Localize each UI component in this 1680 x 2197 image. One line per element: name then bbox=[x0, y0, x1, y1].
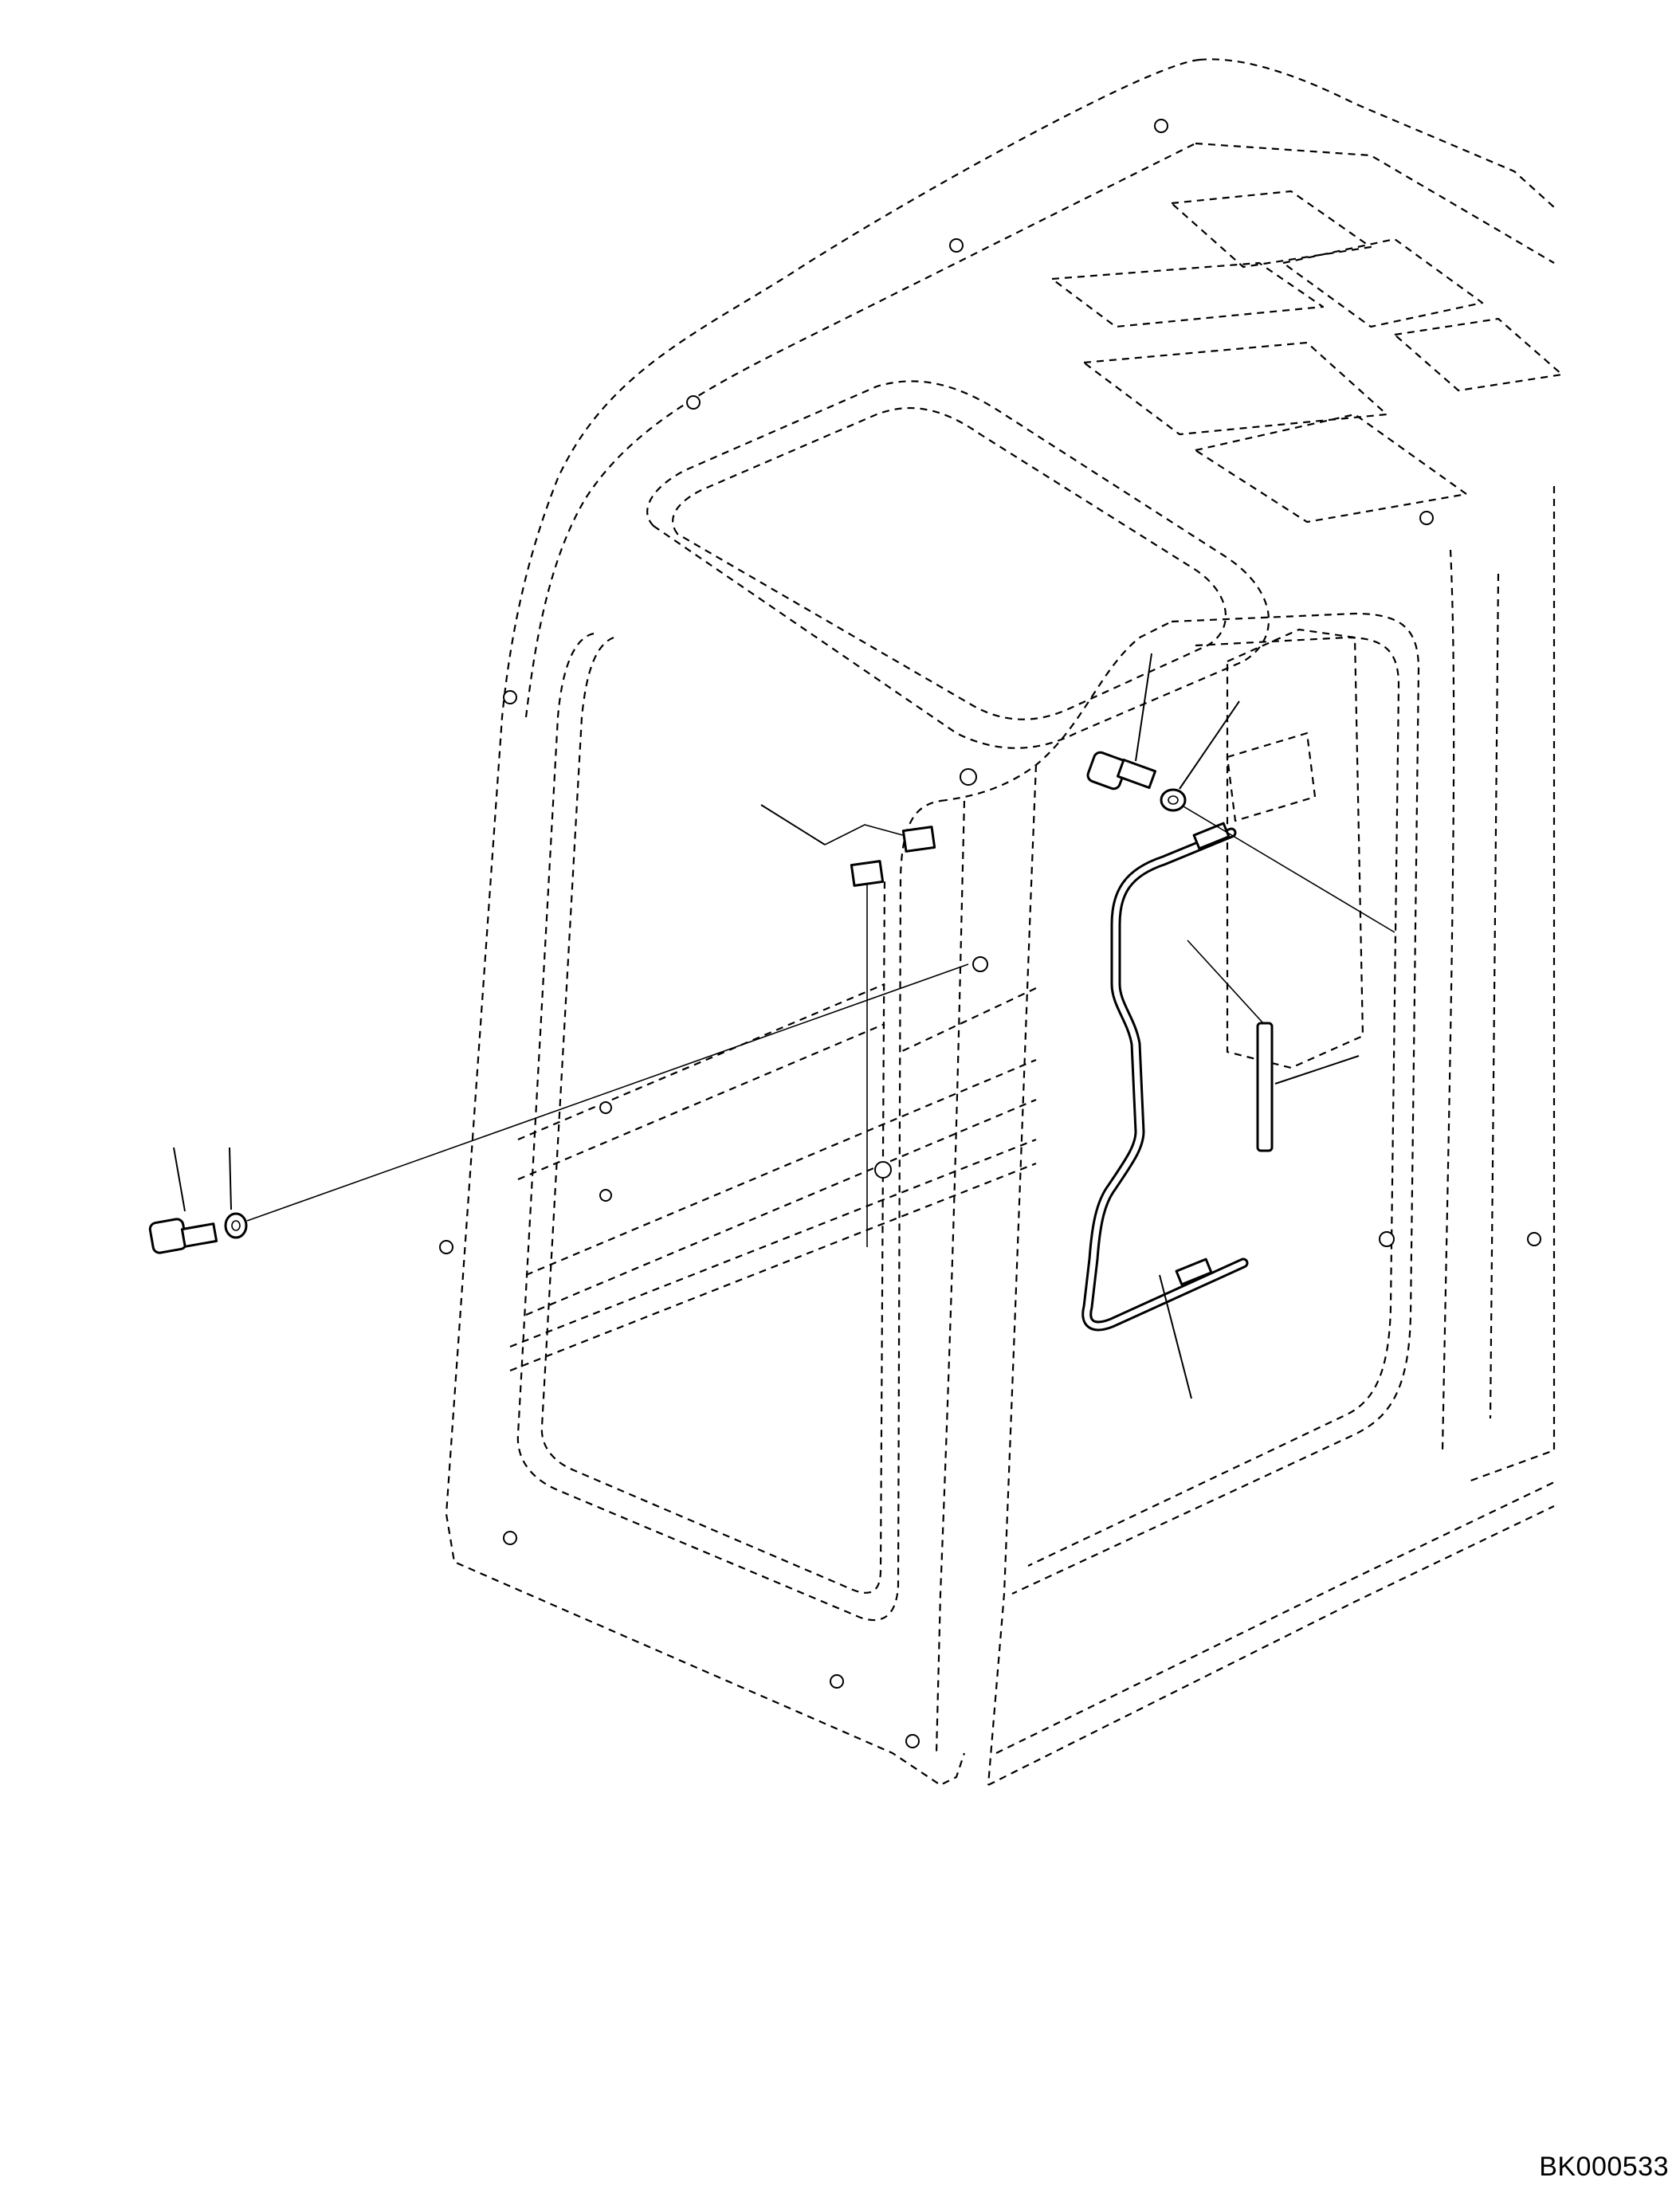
center-pillar-lower-2 bbox=[987, 764, 1038, 1786]
fastener-head bbox=[1419, 511, 1434, 525]
frame-fastener-heads bbox=[439, 119, 1541, 1748]
fastener-head bbox=[905, 1734, 920, 1748]
center-pillar-lower bbox=[935, 800, 966, 1754]
leader-bolt-left bbox=[173, 1147, 186, 1212]
bolt-left-shank bbox=[180, 1222, 218, 1248]
connector-harness-wire bbox=[824, 824, 909, 845]
cross-member-7 bbox=[900, 987, 1037, 1053]
roof-panel-1 bbox=[1170, 190, 1372, 269]
bolt-left-head bbox=[148, 1218, 188, 1254]
leader-connector bbox=[760, 804, 826, 845]
assembly-line-washer-left bbox=[246, 963, 969, 1222]
fastener-head bbox=[874, 1161, 892, 1179]
fastener-head bbox=[830, 1674, 844, 1689]
rear-bracket bbox=[1226, 732, 1317, 822]
roof-panel-2 bbox=[1050, 261, 1325, 328]
cab-inner-left-edge bbox=[524, 143, 1196, 718]
harness-terminal-bottom bbox=[1175, 1257, 1213, 1286]
assembly-line-washer-upper bbox=[1183, 806, 1395, 933]
roof-panel-3 bbox=[1082, 341, 1388, 436]
fastener-head bbox=[686, 395, 701, 410]
cross-member-3 bbox=[525, 1058, 1037, 1277]
center-pillar bbox=[940, 621, 1172, 802]
roof-panel-5 bbox=[1282, 237, 1484, 328]
leader-washer-upper bbox=[1179, 700, 1240, 790]
cross-member-6 bbox=[509, 1162, 1037, 1372]
fastener-head bbox=[1379, 1231, 1395, 1247]
connector-harness bbox=[824, 824, 936, 887]
fastener-head bbox=[949, 238, 964, 253]
side-door-frame bbox=[1011, 612, 1420, 1595]
fastener-head bbox=[439, 1240, 453, 1254]
assembly-line-spacer bbox=[1187, 940, 1264, 1024]
bolt-upper bbox=[1086, 751, 1156, 791]
washer-left-hole bbox=[231, 1220, 241, 1231]
front-main-window-inner bbox=[540, 636, 886, 1594]
harness-terminal-top bbox=[1192, 822, 1231, 850]
bolt-left bbox=[148, 1218, 218, 1254]
washer-upper-hole bbox=[1168, 795, 1179, 805]
rear-pillar bbox=[1466, 486, 1556, 1484]
front-upper-window bbox=[646, 380, 1270, 749]
rear-interior-panel bbox=[1226, 628, 1364, 1069]
bottom-sill bbox=[987, 1505, 1555, 1786]
cab-roof-inner bbox=[1195, 142, 1555, 264]
fastener-head bbox=[1154, 119, 1168, 133]
bottom-sill-2 bbox=[995, 1481, 1555, 1754]
cross-member-5 bbox=[509, 1138, 1037, 1348]
cross-member-4 bbox=[525, 1098, 1037, 1316]
washer-upper bbox=[1160, 788, 1187, 812]
fastener-head bbox=[599, 1101, 612, 1114]
rear-pillar-3 bbox=[1441, 549, 1455, 1451]
wiring-harness-cable bbox=[1081, 822, 1249, 1332]
front-main-window bbox=[516, 632, 941, 1622]
bolt-upper-shank bbox=[1117, 758, 1156, 790]
cab-frame bbox=[445, 58, 1564, 1787]
leader-bolt-upper bbox=[1135, 653, 1152, 762]
connector-block-2 bbox=[901, 826, 936, 853]
front-upper-window-inner bbox=[672, 407, 1227, 720]
cross-member-1 bbox=[517, 983, 885, 1141]
washer-left bbox=[224, 1212, 248, 1239]
fastener-head bbox=[972, 956, 988, 972]
fastener-head bbox=[960, 768, 977, 786]
roof-panel-6 bbox=[1393, 317, 1564, 392]
fastener-head bbox=[599, 1189, 612, 1202]
spacer-pin bbox=[1256, 1022, 1274, 1152]
cab-roof-outline bbox=[1199, 58, 1555, 208]
leader-lines bbox=[173, 653, 1395, 1399]
leader-washer-left bbox=[229, 1147, 232, 1210]
rear-pillar-2 bbox=[1489, 573, 1500, 1419]
drawing-code: BK000533 bbox=[1539, 2152, 1669, 2182]
leader-spacer bbox=[1274, 1055, 1360, 1085]
harness-cable-outer bbox=[1081, 827, 1249, 1332]
connector-block-1 bbox=[850, 860, 885, 887]
harness-cable-inner bbox=[1084, 830, 1246, 1329]
fastener-head bbox=[503, 1531, 517, 1545]
fastener-head bbox=[503, 690, 517, 704]
cab-front-left-pillar bbox=[445, 58, 1200, 1787]
cross-member-2 bbox=[517, 1022, 885, 1181]
side-door-frame-inner bbox=[1027, 636, 1400, 1567]
leader-harness bbox=[1159, 1274, 1192, 1399]
fastener-head bbox=[1527, 1232, 1541, 1246]
roof-panel-4 bbox=[1194, 413, 1468, 524]
